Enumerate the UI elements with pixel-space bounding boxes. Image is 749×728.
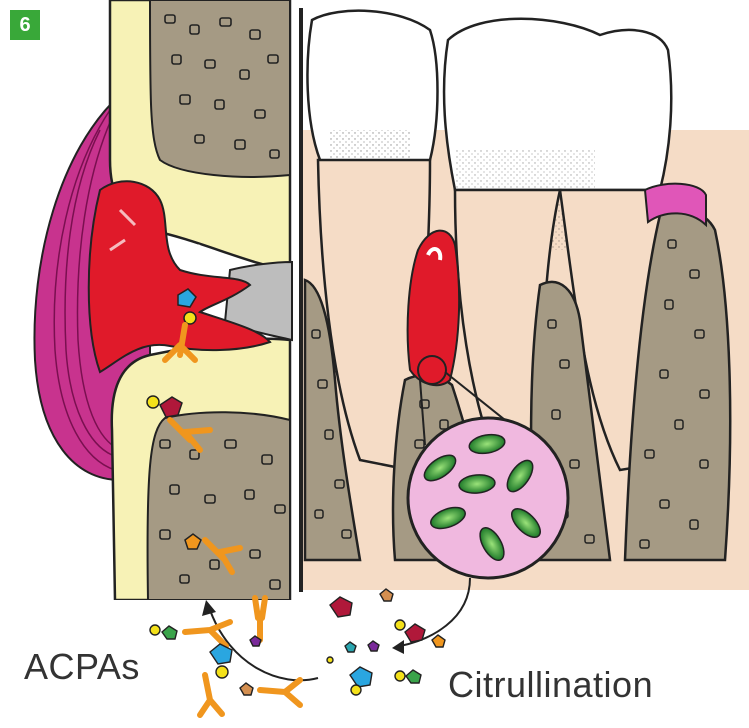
upper-bone-marrow: [150, 0, 290, 177]
bacteria-magnification: [408, 418, 568, 578]
citrullinated-antigen-icon: [432, 635, 445, 647]
citrullinated-antigen-icon: [368, 641, 379, 651]
antibody-icon: [260, 680, 300, 705]
citrullinated-antigen-icon: [406, 670, 421, 683]
antibody-icon: [185, 622, 230, 646]
citrullinated-antigen-icon: [162, 626, 177, 639]
citrullinated-antigen-icon: [345, 642, 356, 652]
antibody-icon: [200, 675, 222, 715]
citrullination-label: Citrullination: [448, 664, 653, 706]
citrullinated-antigen-icon: [405, 624, 425, 642]
citrullinated-antigens: [327, 589, 445, 695]
citrullinated-antigen-icon: [350, 667, 372, 687]
joint-panel: [34, 0, 292, 600]
citrullinated-antigen-icon: [330, 597, 352, 617]
citrullinated-antigen-icon: [380, 589, 393, 601]
citrullinated-antigen-icon: [240, 683, 253, 695]
panel-number-badge: 6: [10, 10, 40, 40]
acpas-label: ACPAs: [24, 646, 140, 688]
antibody-icon: [255, 598, 265, 640]
